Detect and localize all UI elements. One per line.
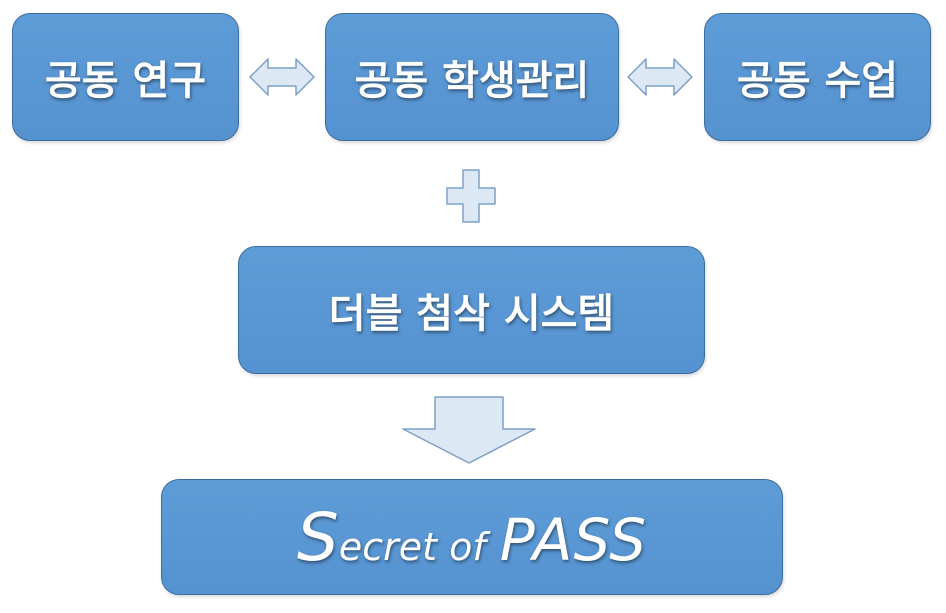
secret-of-pass-box: S ecret of PASS bbox=[161, 479, 783, 595]
title-pass-text: PASS bbox=[499, 505, 648, 574]
joint-research-box: 공동 연구 bbox=[12, 13, 239, 141]
title-middle-text: ecret of bbox=[338, 524, 486, 569]
joint-class-label: 공동 수업 bbox=[736, 58, 899, 104]
double-arrow-icon bbox=[249, 58, 315, 96]
double-arrow-icon bbox=[627, 58, 693, 96]
down-arrow-icon bbox=[402, 396, 536, 464]
joint-student-management-box: 공동 학생관리 bbox=[325, 13, 619, 141]
joint-research-label: 공동 연구 bbox=[44, 58, 207, 104]
joint-class-box: 공동 수업 bbox=[704, 13, 931, 141]
secret-of-pass-title: S ecret of PASS bbox=[297, 499, 647, 576]
double-correction-system-label: 더블 첨삭 시스템 bbox=[328, 291, 615, 337]
joint-student-management-label: 공동 학생관리 bbox=[354, 58, 590, 104]
plus-icon bbox=[446, 169, 496, 223]
title-initial-letter: S bbox=[296, 498, 339, 576]
double-correction-system-box: 더블 첨삭 시스템 bbox=[238, 246, 705, 374]
